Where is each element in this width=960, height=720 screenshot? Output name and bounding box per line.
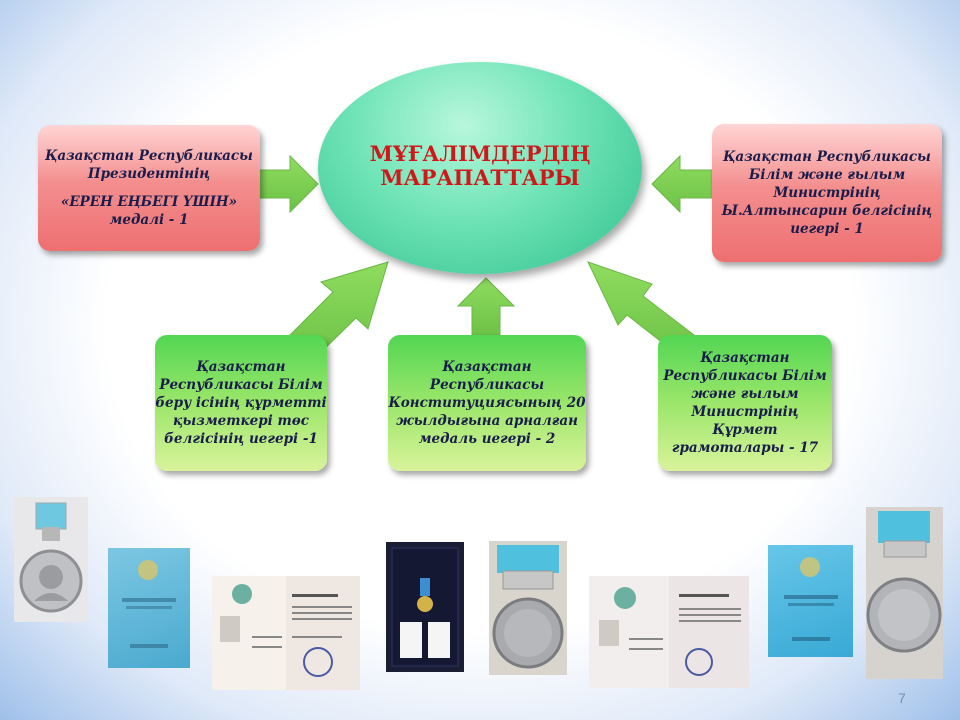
award-president-line1: Қазақстан Республикасы Президентінің [45, 148, 253, 182]
arrow-right-icon [651, 154, 713, 214]
center-title: МҰҒАЛІМДЕРДІҢ МАРАПАТТАРЫ [369, 141, 591, 190]
award-honored-educator-text: Қазақстан Республикасы Білім беру ісінің… [155, 359, 327, 447]
photo-medal-reverse-2 [866, 507, 943, 679]
award-constitution-medal-text: Қазақстан Республикасы Конституциясының … [388, 359, 586, 447]
photo-medal-altynsarin [14, 497, 88, 622]
award-constitution-medal-box: Қазақстан Республикасы Конституциясының … [388, 335, 586, 471]
photo-certificate-cover-2 [768, 545, 853, 657]
photo-certificate-open [212, 576, 360, 690]
page-number: 7 [898, 690, 906, 706]
award-president-line2: «ЕРЕН ЕҢБЕГІ ҮШІН» медалі - 1 [60, 194, 238, 228]
photo-medal-reverse [489, 541, 567, 675]
center-oval: МҰҒАЛІМДЕРДІҢ МАРАПАТТАРЫ [318, 62, 642, 274]
award-ministry-altynsarin-box: Қазақстан Республикасы Білім және ғылым … [712, 124, 942, 262]
arrow-left-icon [257, 154, 319, 214]
award-ministry-altynsarin-text: Қазақстан Республикасы Білім және ғылым … [721, 149, 933, 237]
award-honored-educator-box: Қазақстан Республикасы Білім беру ісінің… [155, 335, 327, 471]
photo-certificate-cover [108, 548, 190, 668]
award-honor-certificates-box: Қазақстан Республикасы Білім және ғылым … [658, 335, 832, 471]
arrow-up-icon [456, 277, 516, 336]
award-president-box: Қазақстан Республикасы Президентінің «ЕР… [38, 125, 260, 251]
photo-certificate-open-2 [589, 576, 749, 688]
photo-medal-in-case [386, 542, 464, 672]
award-honor-certificates-text: Қазақстан Республикасы Білім және ғылым … [663, 350, 827, 456]
